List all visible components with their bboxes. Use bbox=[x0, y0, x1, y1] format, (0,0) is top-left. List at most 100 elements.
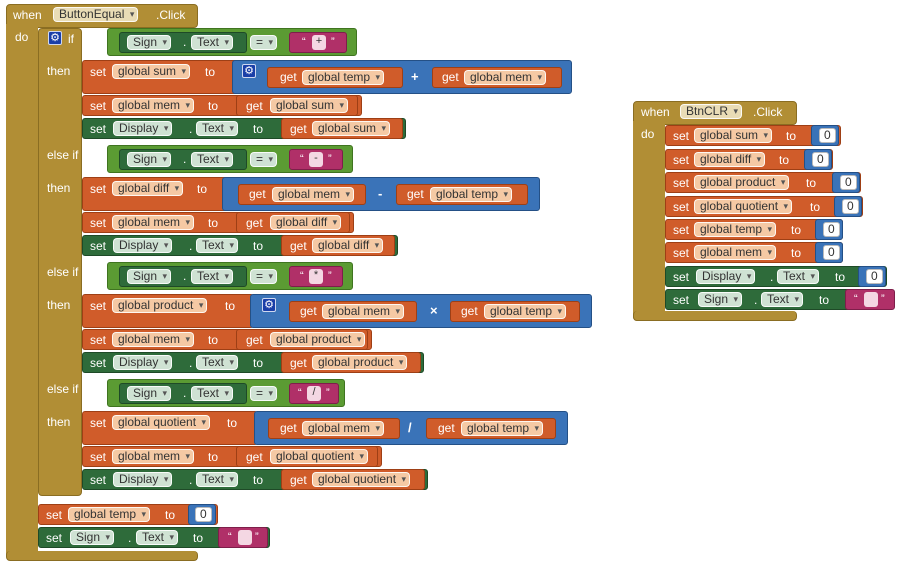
property-dropdown[interactable]: Text bbox=[196, 355, 239, 370]
variable-dropdown[interactable]: global diff bbox=[270, 215, 342, 230]
variable-dropdown[interactable]: global sum bbox=[694, 128, 773, 143]
else-if-keyword: else if bbox=[47, 148, 79, 162]
property-dropdown[interactable]: Text bbox=[196, 472, 239, 487]
number-value[interactable]: 0 bbox=[812, 152, 829, 167]
variable-dropdown[interactable]: global diff bbox=[312, 238, 384, 253]
if-block[interactable] bbox=[38, 28, 82, 496]
to-keyword: to bbox=[779, 153, 790, 167]
variable-dropdown[interactable]: global quotient bbox=[694, 199, 793, 214]
component-dropdown[interactable]: Sign bbox=[127, 386, 172, 401]
variable-dropdown[interactable]: global mem bbox=[112, 98, 195, 113]
get-keyword: get bbox=[280, 70, 297, 84]
variable-dropdown[interactable]: global product bbox=[312, 355, 408, 370]
variable-dropdown[interactable]: global quotient bbox=[270, 449, 369, 464]
component-dropdown[interactable]: BtnCLR bbox=[680, 104, 743, 119]
number-value[interactable]: 0 bbox=[823, 245, 840, 260]
variable-dropdown[interactable]: global sum bbox=[112, 64, 191, 79]
to-keyword: to bbox=[786, 129, 797, 143]
component-dropdown[interactable]: Sign bbox=[127, 269, 172, 284]
string-value[interactable] bbox=[238, 530, 252, 545]
variable-dropdown[interactable]: global temp bbox=[302, 70, 385, 85]
math-operator: - bbox=[378, 186, 383, 201]
component-dropdown[interactable]: Display bbox=[113, 238, 173, 253]
variable-dropdown[interactable]: global product bbox=[694, 175, 790, 190]
variable-dropdown[interactable]: global mem bbox=[112, 449, 195, 464]
quote-open: “ bbox=[302, 36, 306, 48]
variable-dropdown[interactable]: global diff bbox=[694, 152, 766, 167]
property-dropdown[interactable]: Text bbox=[761, 292, 804, 307]
string-value[interactable]: / bbox=[307, 386, 321, 401]
string-value[interactable]: - bbox=[309, 152, 323, 167]
string-value[interactable]: + bbox=[312, 35, 326, 50]
variable-dropdown[interactable]: global mem bbox=[322, 304, 405, 319]
set-keyword: set bbox=[90, 450, 107, 464]
number-value[interactable]: 0 bbox=[842, 199, 859, 214]
property-dropdown[interactable]: Text bbox=[191, 269, 234, 284]
variable-dropdown[interactable]: global temp bbox=[461, 421, 544, 436]
get-keyword: get bbox=[246, 333, 263, 347]
mutator-gear-icon[interactable]: ⚙ bbox=[242, 64, 256, 78]
when-keyword: when bbox=[641, 105, 670, 119]
property-dropdown[interactable]: Text bbox=[191, 35, 234, 50]
component-dropdown[interactable]: Display bbox=[113, 355, 173, 370]
set-keyword: set bbox=[673, 246, 690, 260]
dot-label: . bbox=[189, 239, 193, 253]
number-value[interactable]: 0 bbox=[195, 507, 212, 522]
property-dropdown[interactable]: Text bbox=[777, 269, 820, 284]
variable-dropdown[interactable]: global mem bbox=[302, 421, 385, 436]
variable-dropdown[interactable]: global diff bbox=[112, 181, 184, 196]
get-keyword: get bbox=[442, 70, 459, 84]
variable-dropdown[interactable]: global temp bbox=[430, 187, 513, 202]
variable-dropdown[interactable]: global temp bbox=[694, 222, 777, 237]
component-dropdown[interactable]: Sign bbox=[698, 292, 743, 307]
variable-dropdown[interactable]: global temp bbox=[68, 507, 151, 522]
mutator-gear-icon[interactable]: ⚙ bbox=[262, 298, 276, 312]
component-dropdown[interactable]: ButtonEqual bbox=[53, 7, 139, 22]
operator-dropdown[interactable]: = bbox=[250, 269, 278, 284]
operator-dropdown[interactable]: = bbox=[250, 386, 278, 401]
component-dropdown[interactable]: Sign bbox=[127, 152, 172, 167]
component-dropdown[interactable]: Display bbox=[696, 269, 756, 284]
property-dropdown[interactable]: Text bbox=[196, 121, 239, 136]
math-operator: + bbox=[411, 69, 419, 84]
string-value[interactable]: * bbox=[309, 269, 323, 284]
then-keyword: then bbox=[47, 181, 71, 195]
variable-dropdown[interactable]: global sum bbox=[312, 121, 391, 136]
then-keyword: then bbox=[47, 64, 71, 78]
component-dropdown[interactable]: Sign bbox=[70, 530, 115, 545]
variable-dropdown[interactable]: global mem bbox=[112, 332, 195, 347]
component-dropdown[interactable]: Sign bbox=[127, 35, 172, 50]
to-keyword: to bbox=[165, 508, 176, 522]
variable-dropdown[interactable]: global temp bbox=[484, 304, 567, 319]
variable-dropdown[interactable]: global sum bbox=[270, 98, 349, 113]
variable-dropdown[interactable]: global mem bbox=[694, 245, 777, 260]
property-dropdown[interactable]: Text bbox=[191, 386, 234, 401]
do-keyword: do bbox=[641, 127, 655, 141]
variable-dropdown[interactable]: global quotient bbox=[312, 472, 411, 487]
mutator-gear-icon[interactable]: ⚙ bbox=[48, 31, 62, 45]
dot-label: . bbox=[128, 531, 132, 545]
variable-dropdown[interactable]: global mem bbox=[464, 70, 547, 85]
variable-dropdown[interactable]: global mem bbox=[272, 187, 355, 202]
property-dropdown[interactable]: Text bbox=[191, 152, 234, 167]
variable-dropdown[interactable]: global quotient bbox=[112, 415, 211, 430]
get-keyword: get bbox=[461, 304, 478, 318]
operator-dropdown[interactable]: = bbox=[250, 35, 278, 50]
number-value[interactable]: 0 bbox=[819, 128, 836, 143]
variable-dropdown[interactable]: global mem bbox=[112, 215, 195, 230]
property-dropdown[interactable]: Text bbox=[196, 238, 239, 253]
variable-dropdown[interactable]: global product bbox=[112, 298, 208, 313]
operator-dropdown[interactable]: = bbox=[250, 152, 278, 167]
event-block-footer bbox=[633, 311, 797, 321]
number-value[interactable]: 0 bbox=[840, 175, 857, 190]
number-value[interactable]: 0 bbox=[823, 222, 840, 237]
variable-dropdown[interactable]: global product bbox=[270, 332, 366, 347]
string-value[interactable] bbox=[864, 292, 878, 307]
number-value[interactable]: 0 bbox=[866, 269, 883, 284]
component-dropdown[interactable]: Display bbox=[113, 472, 173, 487]
get-keyword: get bbox=[407, 187, 424, 201]
math-operator: × bbox=[430, 303, 438, 318]
property-dropdown[interactable]: Text bbox=[136, 530, 179, 545]
component-dropdown[interactable]: Display bbox=[113, 121, 173, 136]
get-keyword: get bbox=[246, 216, 263, 230]
